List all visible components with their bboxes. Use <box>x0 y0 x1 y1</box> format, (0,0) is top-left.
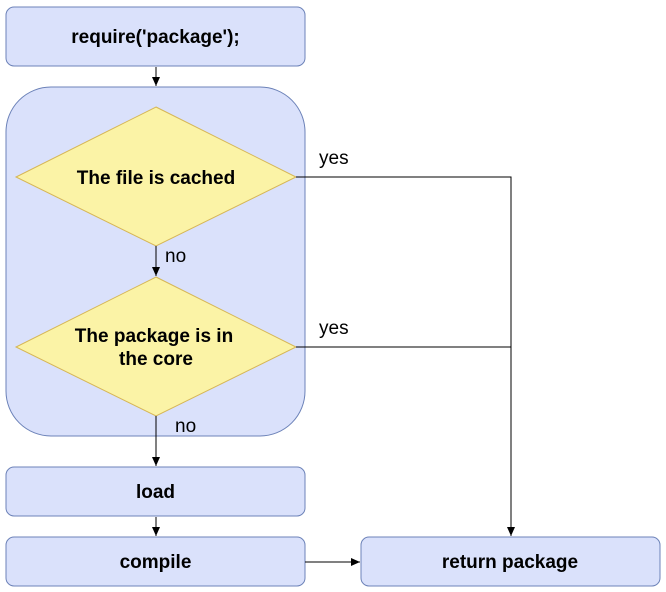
return-node: return package <box>360 536 661 587</box>
core-no-label: no <box>175 416 196 437</box>
core-yes-label: yes <box>319 318 349 339</box>
compile-node: compile <box>5 536 306 587</box>
core-label-line1: The package is in <box>75 326 233 347</box>
compile-label: compile <box>120 552 192 573</box>
load-label: load <box>136 482 175 503</box>
cached-no-label: no <box>165 246 186 267</box>
core-label-line2: the core <box>119 349 193 370</box>
require-node: require('package'); <box>5 6 306 67</box>
cached-decision: The file is cached <box>14 106 298 247</box>
load-node: load <box>5 466 306 517</box>
cached-label: The file is cached <box>77 168 235 189</box>
return-label: return package <box>442 552 578 573</box>
require-label: require('package'); <box>71 27 239 48</box>
arrow-cached-yes-to-return <box>296 176 515 536</box>
cached-yes-label: yes <box>319 148 349 169</box>
